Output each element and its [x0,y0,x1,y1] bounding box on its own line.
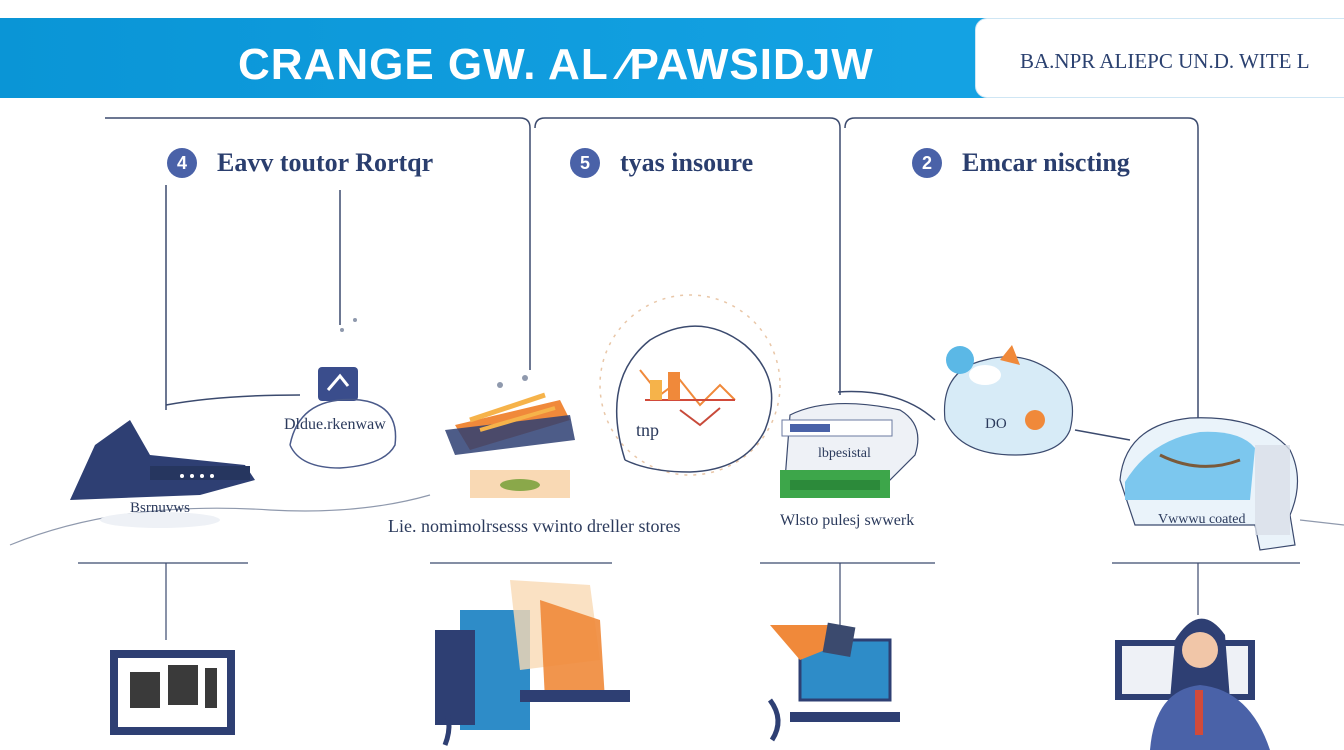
server-icon [435,580,630,746]
boat-food-icon [445,375,575,498]
column-title: tyas insoure [620,148,754,177]
ship-icon [70,420,255,528]
column-1-caption: Dldue.rkenwaw [284,416,386,433]
header-banner: CRANGE GW. AL ⁄PAWSIDJW BA.NPR ALIEPC UN… [0,18,1344,98]
sketch-chart-icon [599,294,781,476]
document-card-icon [780,402,919,498]
arrow-box-icon [318,318,358,401]
column-1-header: 4 Eavv toutor Rortqr [167,148,433,178]
monitor-icon [110,650,235,735]
banner-right-text: BA.NPR ALIEPC UN.D. WITE L [1020,49,1310,73]
column-2-caption: tnp [636,420,660,440]
step-badge: 2 [912,148,942,178]
laptop-icon [767,622,900,742]
banner-title: CRANGE GW. AL ⁄PAWSIDJW [238,40,874,89]
cloud-icon [943,345,1074,456]
globe-icon [1119,417,1299,551]
globe-caption: Vwwwu coated [1158,512,1246,527]
ship-caption: Bsrnuvws [130,500,191,516]
card-caption: lbpesistal [818,446,871,461]
column-2-header: 5 tyas insoure [570,148,753,178]
column-title: Eavv toutor Rortqr [217,148,434,177]
column-3-header: 2 Emcar niscting [912,148,1130,178]
cloud-caption: DO [985,416,1007,432]
banner-right-panel: BA.NPR ALIEPC UN.D. WITE L [975,18,1344,98]
column-title: Emcar niscting [962,148,1130,177]
middle-caption: Lie. nomimolrsesss vwinto dreller stores [388,516,681,536]
step-badge: 5 [570,148,600,178]
column-3-caption: Wlsto pulesj swwerk [780,512,915,529]
person-at-computer-icon [1115,618,1270,750]
step-badge: 4 [167,148,197,178]
